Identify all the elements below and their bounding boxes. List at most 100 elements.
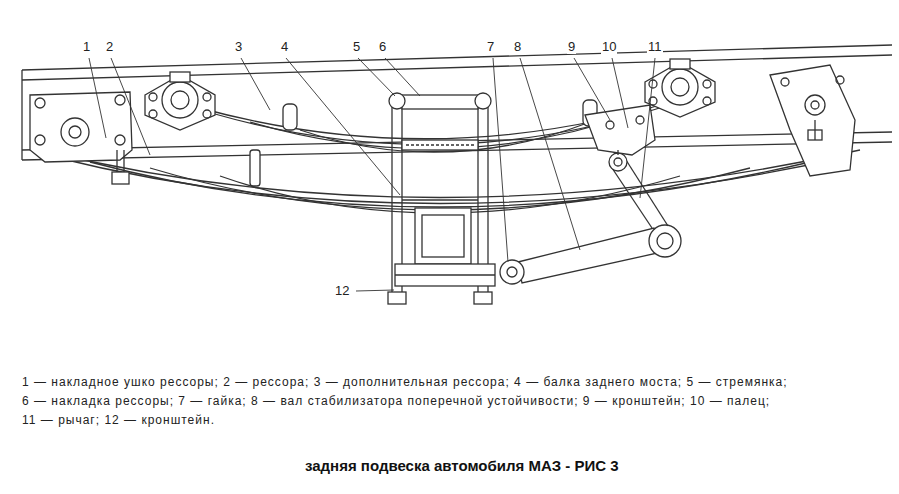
helper-spring-mount [203,110,211,118]
stabilizer-lever [626,160,668,226]
leader-line [574,58,610,120]
frame-rail [22,45,892,160]
helper-spring-mount [149,93,157,101]
callout-number: 3 [234,40,243,54]
rear-bracket [805,95,825,115]
leader-line [89,58,106,138]
rear-bracket [770,65,855,176]
callout-number: 11 [647,40,663,54]
spring-eye-bracket [35,135,45,145]
axle-beam [402,200,478,264]
callout-number: 2 [105,40,114,54]
stabilizer-bracket [585,105,655,155]
axle-beam [422,215,464,257]
leader-line [385,58,420,96]
stabilizer-lever [609,153,627,171]
helper-spring-mount [662,69,698,105]
spring-eye-bracket [69,126,81,138]
rear-bracket [770,65,855,176]
main-leaf-spring [40,150,860,213]
helper-spring-mount [703,80,711,88]
callout-number: 1 [82,40,91,54]
callout-number: 12 [334,284,350,298]
helper-spring-mount [149,110,157,118]
stabilizer-lever [614,158,622,166]
axle-beam [415,208,471,264]
rear-bracket [811,101,819,109]
leader-line [241,58,270,110]
axle-beam [402,199,478,200]
leader-line [612,58,628,128]
leader-line [493,58,508,262]
callout-number: 4 [280,40,289,54]
stabilizer-bar [500,225,681,284]
spring-clamp [250,100,597,186]
stabilizer-bar [500,260,524,284]
stabilizer-bar [649,225,681,257]
spring-eye-bracket [112,172,129,184]
callout-number: 9 [567,40,576,54]
frame-rail [22,45,892,70]
stabilizer-bracket [617,150,618,155]
rear-bracket [836,76,844,84]
frame-rail [21,70,22,160]
callout-number: 6 [378,40,387,54]
leader-line [89,58,655,291]
leader-line [356,290,394,291]
main-leaf-spring [90,162,810,207]
callout-number: 8 [513,40,522,54]
figure-caption: задняя подвеска автомобиля МАЗ - РИС 3 [305,458,619,475]
stabilizer-bar [507,267,517,277]
lower-bracket [395,274,495,275]
rear-bracket [781,78,789,86]
spring-pad [389,93,405,109]
frame-rail [22,55,892,80]
u-bolt [391,95,392,300]
callout-number: 7 [486,40,495,54]
helper-spring-mount [645,59,715,117]
main-leaf-spring [50,156,850,204]
callout-number: 10 [601,40,617,54]
stabilizer-bracket [636,116,644,124]
callout-number: 5 [352,40,361,54]
helper-spring-mount [171,91,189,109]
spring-pad [475,93,491,109]
stabilizer-bar [518,228,662,283]
spring-pad [406,144,474,145]
leader-line [640,58,655,198]
main-leaf-spring [150,168,750,210]
spring-eye-bracket [30,92,132,184]
helper-spring-mount [162,82,198,118]
helper-spring-mount [671,78,689,96]
leader-line [286,58,400,195]
stabilizer-lever [609,153,668,228]
spring-pad [402,140,478,150]
main-leaf-spring [40,150,860,198]
parts-list-line: 11 — рычаг; 12 — кронштейн. [22,414,215,427]
parts-list-line: 1 — накладное ушко рессоры; 2 — рессора;… [22,376,788,389]
spring-clamp [250,150,260,186]
spring-clamp [283,104,297,130]
spring-eye-bracket [35,98,45,108]
helper-spring-mount [170,72,190,82]
spring-pad [402,95,478,109]
stabilizer-bracket [585,105,655,155]
u-bolt [474,292,492,304]
spring-eye-bracket [115,135,125,145]
leader-line [358,58,395,96]
u-bolt [388,292,406,304]
suspension-drawing [22,45,892,304]
stabilizer-lever [612,168,652,228]
spring-eye-bracket [115,95,125,105]
helper-spring-mount [670,59,690,69]
leader-line [111,58,150,155]
lower-bracket [395,264,495,286]
parts-list-line: 6 — накладка рессоры; 7 — гайка; 8 — вал… [22,395,770,408]
leader-line [520,58,580,250]
stabilizer-bracket [606,121,614,129]
spring-eye-bracket [61,118,89,146]
helper-spring-mount [645,62,715,117]
helper-spring-mount [145,75,215,130]
helper-spring-mount [703,97,711,105]
